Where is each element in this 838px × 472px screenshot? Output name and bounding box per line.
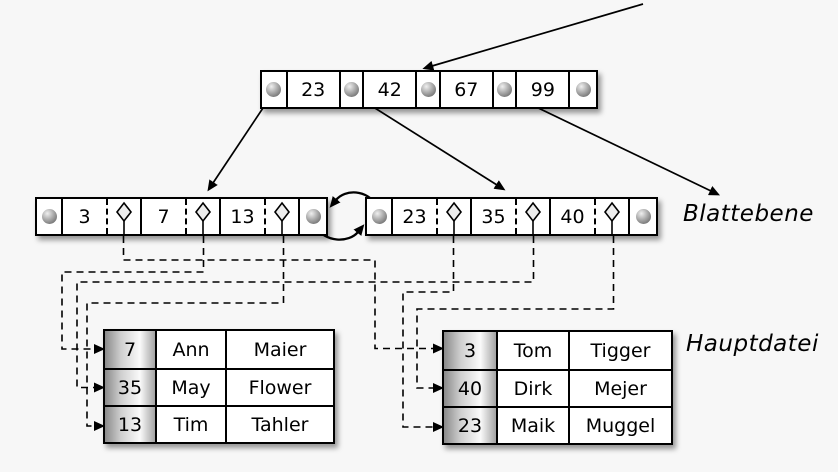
table-last-name-cell: Mejer xyxy=(568,369,671,406)
ball-icon xyxy=(497,82,513,97)
root-key-cell: 99 xyxy=(515,72,568,107)
leaf-level-label: Blattebene xyxy=(683,201,814,227)
table-last-name-cell: Muggel xyxy=(568,406,671,443)
main-table-right: 3 Tom Tigger 40 Dirk Mejer 23 Maik Mugge… xyxy=(442,330,673,445)
table-first-name-cell: Ann xyxy=(155,331,225,368)
leaf-key-cell: 40 xyxy=(549,199,594,234)
table-key-cell: 23 xyxy=(444,406,496,443)
table-first-name-cell: Tom xyxy=(496,332,568,369)
table-first-name-cell: Dirk xyxy=(496,369,568,406)
record-pointer-diamond-icon xyxy=(515,199,549,234)
main-table-left: 7 Ann Maier 35 May Flower 13 Tim Tahler xyxy=(103,329,335,444)
leaf-key-cell: 7 xyxy=(140,199,185,234)
ball-icon xyxy=(420,82,436,97)
record-pointer-diamond-icon xyxy=(436,199,470,234)
root-key-cell: 23 xyxy=(285,72,339,107)
table-last-name-cell: Tahler xyxy=(225,405,333,442)
table-last-name-cell: Tigger xyxy=(568,332,671,369)
ball-icon xyxy=(343,82,359,97)
record-pointer-diamond-icon xyxy=(185,199,219,234)
table-last-name-cell: Flower xyxy=(225,368,333,405)
root-key-cell: 67 xyxy=(438,72,492,107)
leaf-node-right: 23 35 40 xyxy=(365,197,658,236)
record-pointer-diamond-icon xyxy=(106,199,140,234)
pointer-ball-icon xyxy=(37,199,61,234)
pointer-ball-icon xyxy=(568,72,596,107)
table-first-name-cell: May xyxy=(155,368,225,405)
ball-icon xyxy=(266,82,282,97)
arrow-entry-to-root-icon xyxy=(422,3,644,71)
pointer-ball-icon xyxy=(367,199,391,234)
ball-icon xyxy=(371,209,387,224)
table-key-cell: 40 xyxy=(444,369,496,406)
pointer-ball-icon xyxy=(262,72,286,107)
table-last-name-cell: Maier xyxy=(225,331,333,368)
leaf-key-cell: 35 xyxy=(470,199,515,234)
record-pointer-diamond-icon xyxy=(264,199,298,234)
table-key-cell: 13 xyxy=(105,405,155,442)
table-first-name-cell: Maik xyxy=(496,406,568,443)
leaf-node-left: 3 7 13 xyxy=(35,197,328,236)
table-key-cell: 35 xyxy=(105,368,155,405)
pointer-ball-icon xyxy=(415,72,439,107)
leaf-key-cell: 13 xyxy=(219,199,264,234)
main-file-label: Hauptdatei xyxy=(686,331,819,357)
pointer-ball-icon xyxy=(491,72,516,107)
pointer-ball-icon xyxy=(338,72,363,107)
ball-icon xyxy=(575,82,591,97)
root-key-cell: 42 xyxy=(362,72,415,107)
ball-icon xyxy=(635,209,651,224)
table-key-cell: 3 xyxy=(444,332,496,369)
ball-icon xyxy=(41,209,57,224)
ball-icon xyxy=(305,209,321,224)
root-node: 23 42 67 99 xyxy=(260,70,598,109)
record-pointer-diamond-icon xyxy=(594,199,628,234)
table-first-name-cell: Tim xyxy=(155,405,225,442)
pointer-ball-icon xyxy=(628,199,656,234)
leaf-key-cell: 3 xyxy=(61,199,106,234)
table-key-cell: 7 xyxy=(105,331,155,368)
pointer-ball-icon xyxy=(298,199,326,234)
leaf-key-cell: 23 xyxy=(391,199,436,234)
